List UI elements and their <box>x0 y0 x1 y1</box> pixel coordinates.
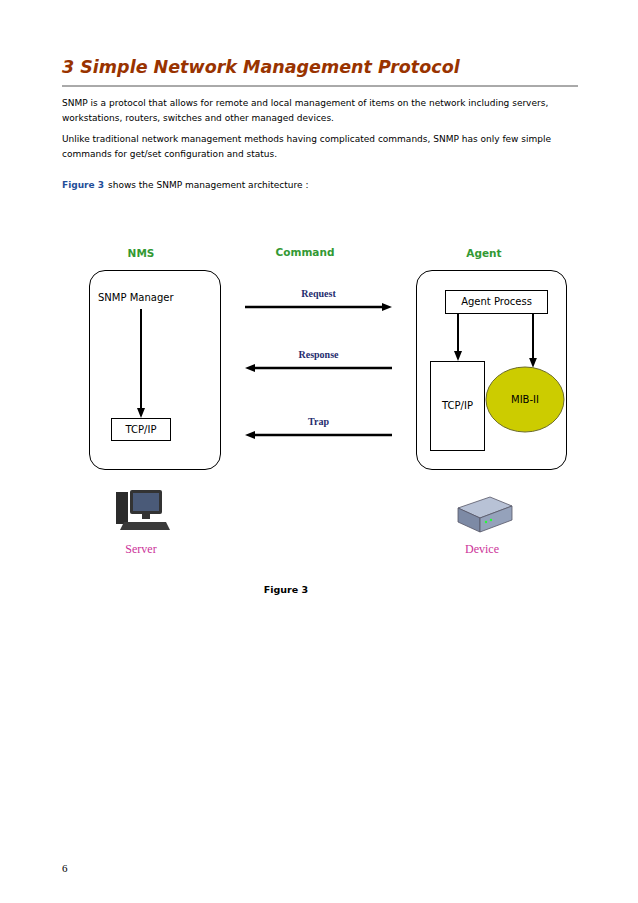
figure-reference: Figure 3 <box>62 178 104 193</box>
figure-caption: Figure 3 <box>264 583 308 596</box>
arrow-label: Request <box>299 288 337 300</box>
group-heading: Agent <box>466 246 501 260</box>
process-box: Agent Process <box>445 290 548 314</box>
group-heading: NMS <box>128 246 155 260</box>
body-paragraph: Unlike traditional network management me… <box>62 132 582 162</box>
flow-arrow <box>532 314 534 361</box>
component-name: SNMP Manager <box>98 292 174 304</box>
page-heading: 3 Simple Network Management Protocol <box>62 56 460 78</box>
agent-box: AgentAgent ProcessTCP/IPMIB-II <box>416 270 567 470</box>
monitor-stand <box>142 514 150 519</box>
body-text: shows the SNMP management architecture : <box>108 178 308 193</box>
monitor-frame <box>130 490 162 514</box>
title-rule <box>62 86 578 87</box>
arrow-label: Trap <box>306 416 331 428</box>
device-side <box>480 506 512 532</box>
computer-icon <box>116 490 170 530</box>
ellipse-fill <box>486 367 564 432</box>
flow-arrow <box>140 309 142 411</box>
message-arrow <box>252 434 392 437</box>
mib-name: MIB-II <box>511 394 539 406</box>
protocol-name: TCP/IP <box>126 424 157 436</box>
arrow-label: Response <box>296 349 340 361</box>
mib-ellipse: MIB-II <box>485 366 565 433</box>
status-light <box>485 521 487 523</box>
flow-arrow <box>457 314 459 354</box>
protocol-name: TCP/IP <box>442 400 473 412</box>
status-light <box>490 519 492 521</box>
device-icon <box>458 497 512 532</box>
host-label: Device <box>465 542 499 556</box>
manager-box: NMSSNMP ManagerTCP/IP <box>89 270 221 470</box>
monitor-screen <box>133 493 159 511</box>
protocol-box: TCP/IP <box>430 361 485 451</box>
keyboard <box>120 522 170 530</box>
host-label: Server <box>125 542 156 556</box>
page-number: 6 <box>62 862 68 875</box>
protocol-box: TCP/IP <box>111 418 171 441</box>
message-arrow <box>245 306 385 309</box>
device-front <box>458 508 480 532</box>
tower-case <box>116 492 128 524</box>
body-paragraph: SNMP is a protocol that allows for remot… <box>62 96 582 126</box>
process-name: Agent Process <box>461 296 532 308</box>
column-heading: Command <box>276 245 335 259</box>
message-arrow <box>252 367 392 370</box>
